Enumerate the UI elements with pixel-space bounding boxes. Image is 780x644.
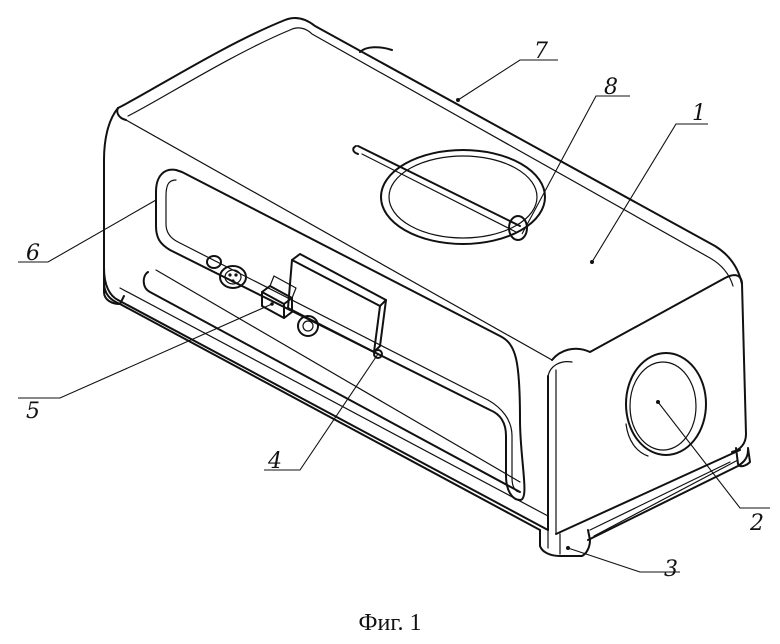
figure-caption: Фиг. 1 (359, 610, 422, 636)
callout-6: 6 (26, 241, 40, 266)
callout-8: 8 (604, 75, 618, 100)
callout-3: 3 (664, 557, 678, 582)
end-port (626, 353, 706, 456)
foot (104, 282, 750, 556)
callout-5: 5 (26, 399, 40, 424)
base-rail (104, 268, 748, 540)
top-ring (353, 146, 545, 244)
housing (104, 18, 746, 534)
callout-1: 1 (692, 101, 706, 126)
back-pad (360, 47, 392, 52)
callout-2: 2 (749, 511, 764, 536)
slot (144, 270, 520, 492)
callout-7: 7 (534, 39, 548, 64)
callout-4: 4 (267, 449, 282, 474)
